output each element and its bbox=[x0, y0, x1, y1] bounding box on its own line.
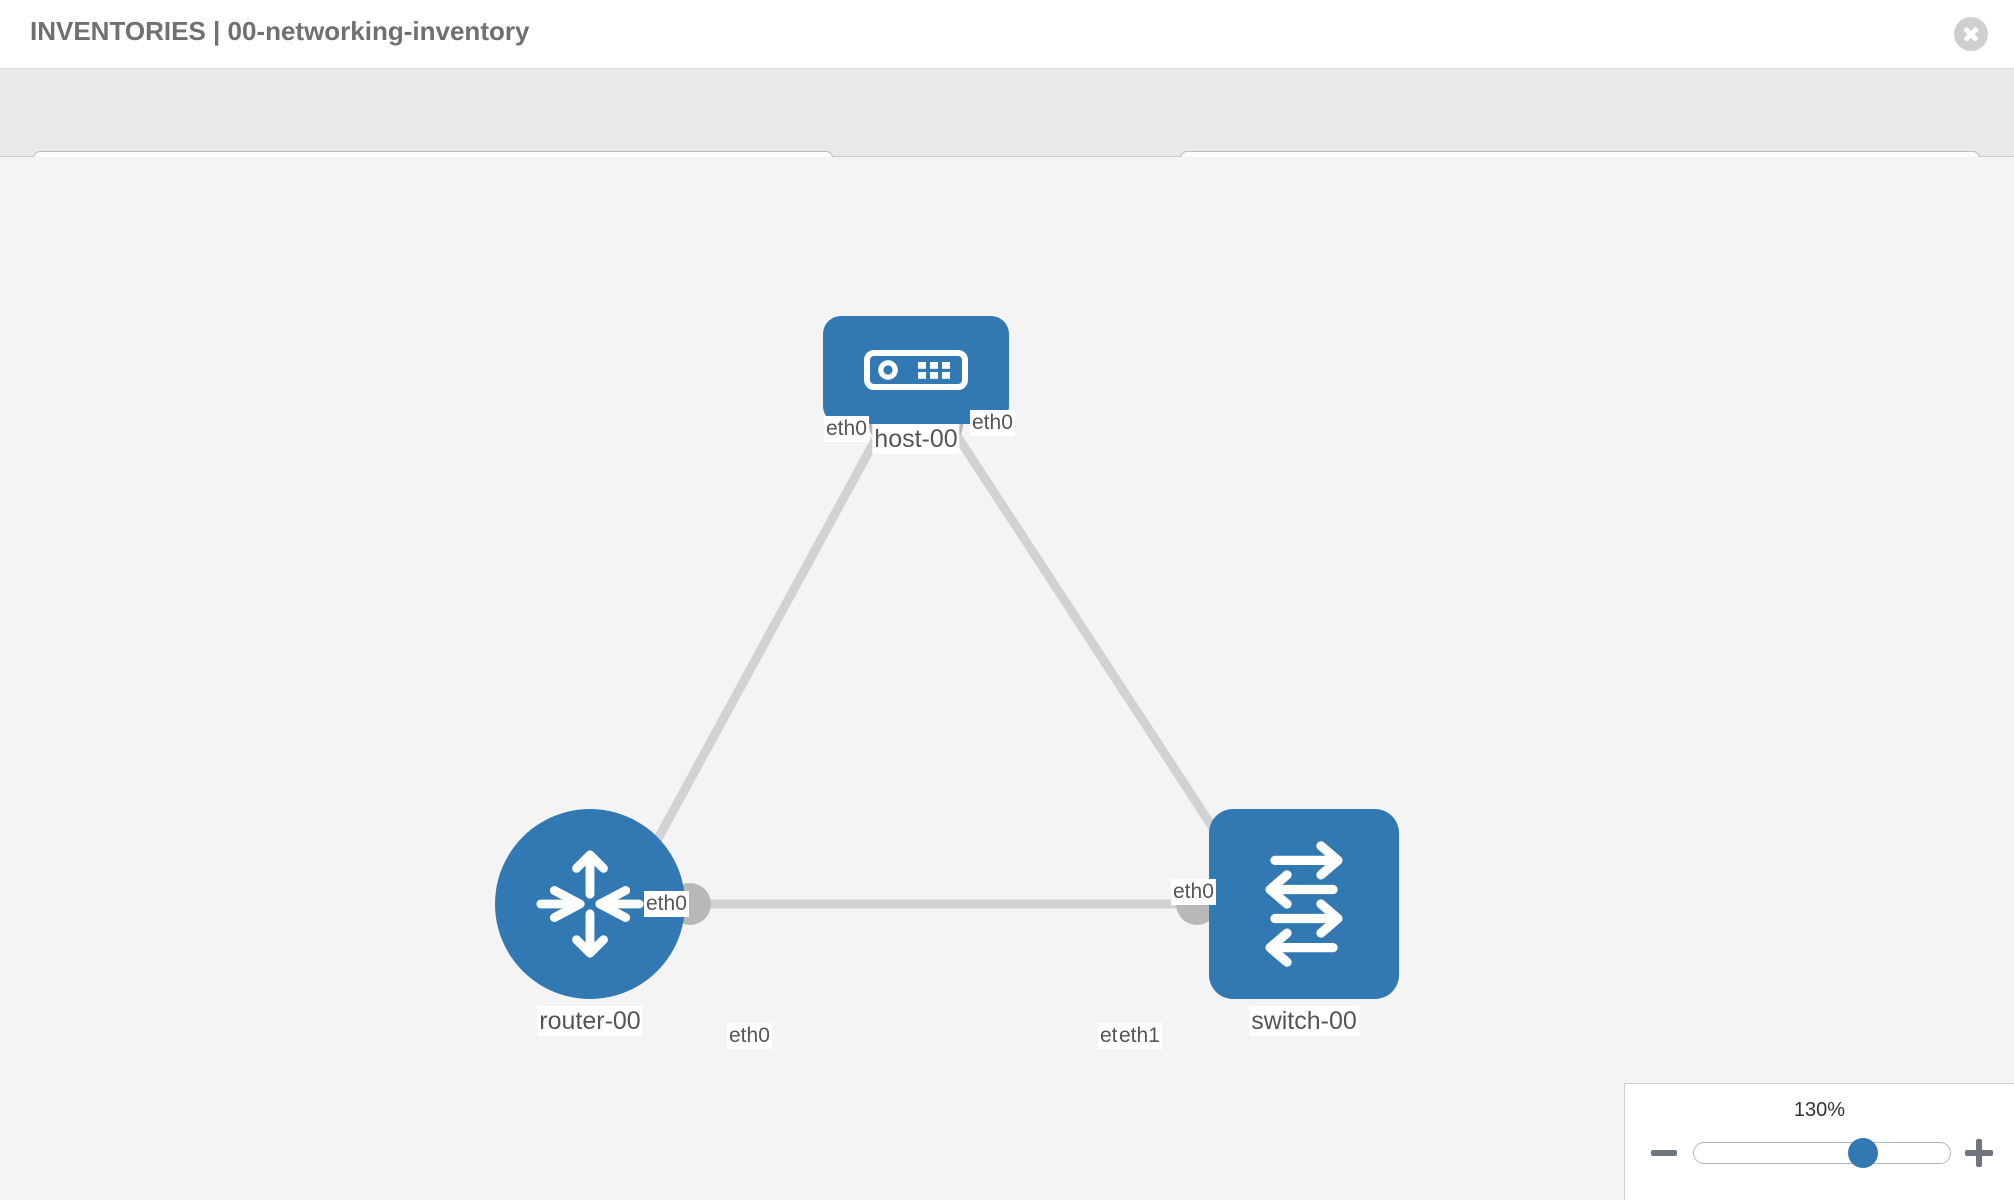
zoom-level-value: 130% bbox=[1793, 1099, 1846, 1121]
node-host-00-label: host-00 bbox=[872, 424, 960, 454]
iface-label-switch-up: eth0 bbox=[1171, 879, 1216, 905]
router-icon bbox=[536, 850, 644, 958]
iface-label-host-left: eth0 bbox=[824, 416, 869, 442]
topology-canvas[interactable]: host-00 router-00 switch-00 bbox=[0, 157, 2014, 1200]
node-switch-00-label: switch-00 bbox=[1249, 1006, 1359, 1036]
zoom-in-button[interactable] bbox=[1964, 1138, 1994, 1168]
node-router-00-label: router-00 bbox=[537, 1006, 643, 1036]
node-host-00-shape bbox=[823, 316, 1009, 424]
node-switch-00[interactable]: switch-00 bbox=[1209, 809, 1399, 1036]
server-icon bbox=[864, 350, 968, 390]
iface-label-switch-left: eth1 bbox=[1117, 1023, 1162, 1049]
zoom-control-panel: 130% bbox=[1624, 1083, 2014, 1200]
switch-icon bbox=[1265, 841, 1343, 967]
node-switch-00-shape bbox=[1209, 809, 1399, 999]
toolbar: ACTIONS SEARCH bbox=[0, 69, 2014, 203]
topology-links bbox=[644, 406, 1256, 925]
iface-label-host-right: eth0 bbox=[970, 410, 1015, 436]
plus-icon-vertical bbox=[1976, 1139, 1982, 1167]
minus-icon bbox=[1651, 1150, 1677, 1156]
link-host-router[interactable] bbox=[644, 419, 889, 860]
zoom-out-button[interactable] bbox=[1649, 1138, 1679, 1168]
close-icon[interactable] bbox=[1954, 17, 1988, 51]
zoom-slider-thumb[interactable] bbox=[1847, 1138, 1878, 1168]
zoom-slider[interactable] bbox=[1693, 1138, 1951, 1168]
link-host-switch[interactable] bbox=[944, 419, 1236, 860]
iface-label-router-up: eth0 bbox=[644, 891, 689, 917]
page-header: INVENTORIES | 00-networking-inventory bbox=[0, 0, 2014, 69]
node-host-00[interactable]: host-00 bbox=[823, 316, 1009, 454]
page-title: INVENTORIES | 00-networking-inventory bbox=[30, 16, 530, 46]
iface-label-router-right: eth0 bbox=[727, 1023, 772, 1049]
